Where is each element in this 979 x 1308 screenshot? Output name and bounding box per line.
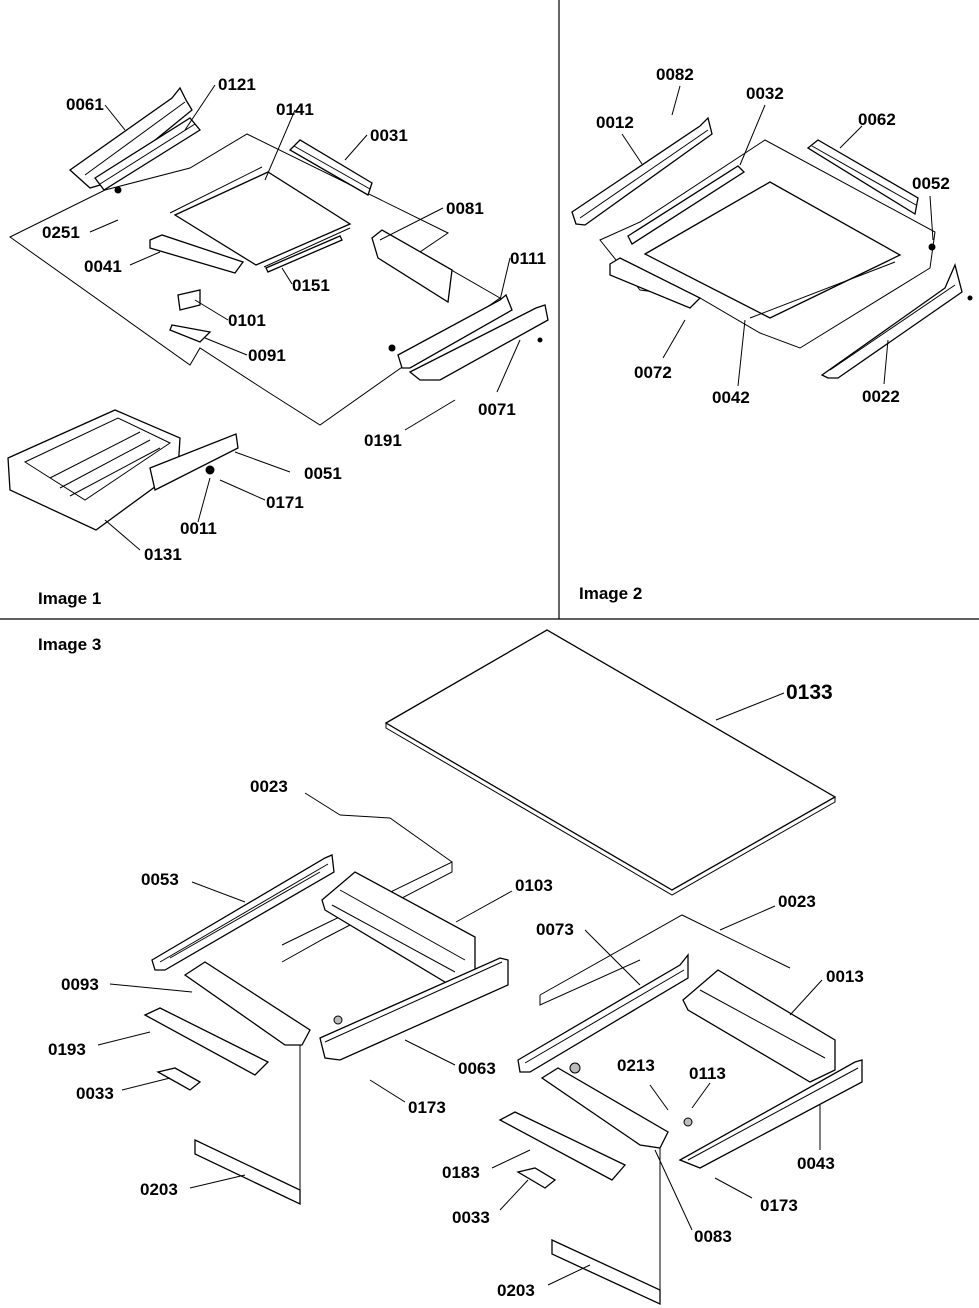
crisper-0013 <box>682 969 836 1083</box>
callout-0071: 0071 <box>478 400 516 419</box>
callout-0023-left: 0023 <box>250 777 288 796</box>
callout-0203-left: 0203 <box>140 1180 178 1199</box>
trim-0081 <box>371 229 453 304</box>
callout-0082: 0082 <box>656 65 694 84</box>
callout-0213: 0213 <box>617 1056 655 1075</box>
callout-0203-right: 0203 <box>497 1281 535 1300</box>
callout-0073: 0073 <box>536 920 574 939</box>
rail-0053 <box>151 854 335 971</box>
cover-0193 <box>143 1007 270 1076</box>
rail-0012 <box>571 116 713 226</box>
rail-0051 <box>149 433 239 491</box>
image1-caption: Image 1 <box>38 589 101 608</box>
shelf-outline-0191 <box>9 133 501 426</box>
leader-lines-image3 <box>97 692 823 1286</box>
callout-0173-right: 0173 <box>760 1196 798 1215</box>
callout-0113: 0113 <box>689 1064 726 1083</box>
callout-0101: 0101 <box>228 311 266 330</box>
latch-0033-right <box>516 1167 557 1189</box>
image3-panel: Image 3 <box>38 629 864 1306</box>
callout-0023-right: 0023 <box>778 892 816 911</box>
crisper-0103 <box>321 871 476 986</box>
callout-0063: 0063 <box>458 1059 496 1078</box>
callout-0173-left: 0173 <box>408 1098 446 1117</box>
strip-0151 <box>265 235 343 273</box>
frame-0023-left <box>281 861 453 963</box>
callout-0043: 0043 <box>797 1154 835 1173</box>
callout-0091: 0091 <box>248 346 286 365</box>
trim-0062 <box>806 139 919 216</box>
rail-0061 <box>68 86 193 189</box>
callout-0131: 0131 <box>144 545 182 564</box>
callout-0053: 0053 <box>141 870 179 889</box>
callout-0191: 0191 <box>364 431 402 450</box>
rail-0022 <box>820 263 963 379</box>
callout-0121: 0121 <box>218 75 256 94</box>
callout-0171: 0171 <box>266 493 304 512</box>
callout-0061: 0061 <box>66 95 104 114</box>
callout-0042: 0042 <box>712 388 750 407</box>
leader-lines-image1 <box>89 84 521 551</box>
callout-0062: 0062 <box>858 110 896 129</box>
strip-0203-left <box>194 1138 301 1206</box>
leader-lines-image2 <box>621 85 934 387</box>
latch-0033-left <box>156 1067 202 1091</box>
bracket-0101 <box>177 289 201 311</box>
image3-caption: Image 3 <box>38 635 101 654</box>
callout-0012: 0012 <box>596 113 634 132</box>
callout-0022: 0022 <box>862 387 900 406</box>
rail-0043 <box>678 1059 863 1169</box>
strip-0203-right <box>551 1238 661 1306</box>
callout-0193: 0193 <box>48 1040 86 1059</box>
callout-0151: 0151 <box>292 276 330 295</box>
frame-0023-right <box>539 914 791 996</box>
image1-panel: 0061 0121 0141 0031 0251 0041 0081 0151 … <box>7 75 549 608</box>
trim-0072 <box>609 257 702 309</box>
cover-0183 <box>498 1111 627 1181</box>
callout-0033-left: 0033 <box>76 1084 114 1103</box>
callout-0133: 0133 <box>786 681 833 704</box>
rail-0073 <box>517 953 689 1073</box>
glass-0042 <box>643 181 902 319</box>
callout-0251: 0251 <box>42 223 80 242</box>
callout-0081: 0081 <box>446 199 484 218</box>
callout-0032: 0032 <box>746 84 784 103</box>
callout-0052: 0052 <box>912 174 950 193</box>
callout-0141: 0141 <box>276 100 314 119</box>
glass-0141 <box>173 171 352 266</box>
callout-0041: 0041 <box>84 257 122 276</box>
latch-0091 <box>169 324 212 343</box>
callout-0031: 0031 <box>370 126 408 145</box>
callout-0013: 0013 <box>826 967 864 986</box>
bracket-0083 <box>540 1067 669 1149</box>
callout-0111: 0111 <box>510 249 546 268</box>
glass-0133 <box>384 629 837 891</box>
callout-0051: 0051 <box>304 464 342 483</box>
image2-caption: Image 2 <box>579 584 642 603</box>
trim-0032 <box>627 165 746 245</box>
callout-0183: 0183 <box>442 1163 480 1182</box>
callout-0083: 0083 <box>694 1227 732 1246</box>
frame-0023-left-top <box>339 814 453 863</box>
rail-0063 <box>319 957 509 1061</box>
rail-0071 <box>408 304 549 381</box>
callout-0011: 0011 <box>180 519 217 538</box>
trim-0041 <box>149 234 245 274</box>
callout-0072: 0072 <box>634 363 672 382</box>
bracket-0093 <box>183 961 311 1046</box>
callout-0093: 0093 <box>61 975 99 994</box>
callout-0033-right: 0033 <box>452 1208 490 1227</box>
callout-0103: 0103 <box>515 876 553 895</box>
image2-panel: 0082 0032 0012 0062 0052 0072 0042 0022 … <box>571 65 973 603</box>
